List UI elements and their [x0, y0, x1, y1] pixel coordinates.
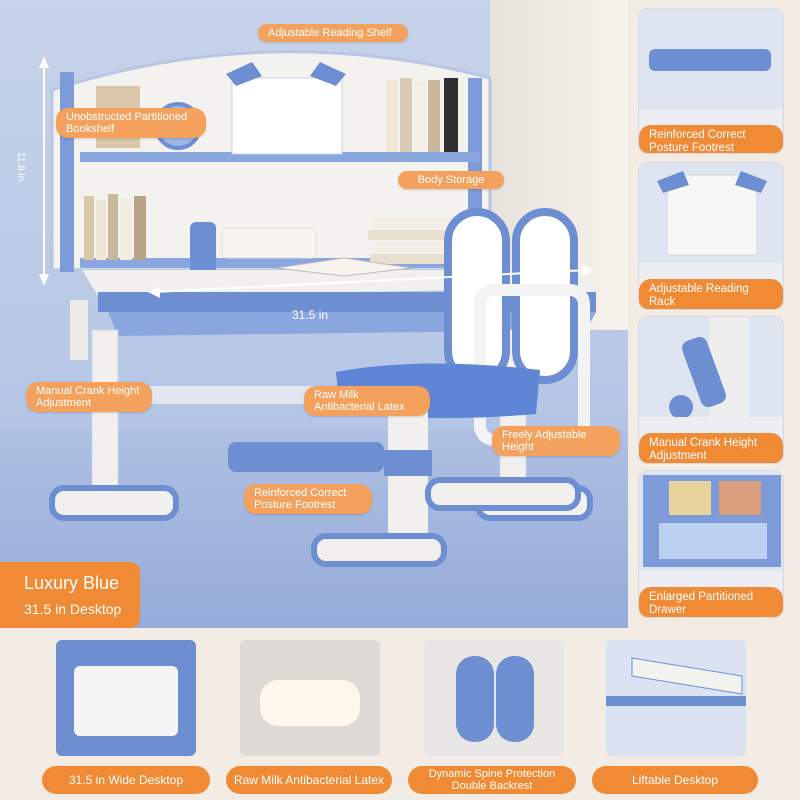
bottom-card-latex [240, 640, 380, 756]
backrest-icon [424, 640, 564, 756]
reading-rack-icon [639, 163, 783, 263]
bookshelf [50, 50, 492, 274]
label-footrest: Reinforced Correct Posture Footrest [244, 484, 372, 514]
width-dimension-label: 31.5 in [292, 308, 329, 322]
bottom-label-desktop: 31.5 in Wide Desktop [42, 766, 210, 794]
desk-illustration [39, 50, 596, 567]
footrest-icon [639, 9, 783, 109]
bottom-card-desktop [56, 640, 196, 756]
liftable-icon [606, 640, 746, 756]
bottom-label-liftable: Liftable Desktop [592, 766, 758, 794]
latex-icon [240, 640, 380, 756]
label-bookshelf: Unobstructed Partitioned Bookshelf [56, 108, 206, 138]
side-label-reading-rack: Adjustable Reading Rack [639, 279, 783, 309]
label-freely: Freely Adjustable Height [492, 426, 620, 456]
bottom-label-latex: Raw Milk Antibacterial Latex [226, 766, 392, 794]
drawer-icon [639, 471, 783, 571]
side-label-footrest: Reinforced Correct Posture Footrest [639, 125, 783, 153]
label-latex: Raw Milk Antibacterial Latex [304, 386, 430, 416]
side-label-crank: Manual Crank Height Adjustment [639, 433, 783, 463]
desktop-icon [56, 640, 196, 756]
hero-product-image: 11.8 in 31.5 in Adjustable Reading Shelf… [0, 0, 628, 628]
bottom-card-backrest [424, 640, 564, 756]
height-dimension-label: 11.8 in [15, 152, 26, 182]
crank-icon [639, 317, 783, 419]
dimension-lines [39, 56, 594, 298]
product-badge: Luxury Blue 31.5 in Desktop [0, 562, 140, 628]
chair [311, 208, 590, 567]
side-card-reading-rack: Adjustable Reading Rack [638, 162, 784, 310]
side-card-footrest: Reinforced Correct Posture Footrest [638, 8, 784, 154]
badge-title: Luxury Blue [24, 573, 120, 593]
badge-subtitle: 31.5 in Desktop [24, 601, 122, 617]
side-label-drawer: Enlarged Partitioned Drawer [639, 587, 783, 617]
bottom-card-liftable [606, 640, 746, 756]
side-card-crank: Manual Crank Height Adjustment [638, 316, 784, 464]
label-adjustable-shelf: Adjustable Reading Shelf [258, 24, 408, 42]
bottom-label-backrest: Dynamic Spine Protection Double Backrest [408, 766, 576, 794]
label-crank: Manual Crank Height Adjustment [26, 382, 152, 412]
side-card-drawer: Enlarged Partitioned Drawer [638, 470, 784, 618]
label-body-storage: Body Storage [398, 171, 504, 189]
